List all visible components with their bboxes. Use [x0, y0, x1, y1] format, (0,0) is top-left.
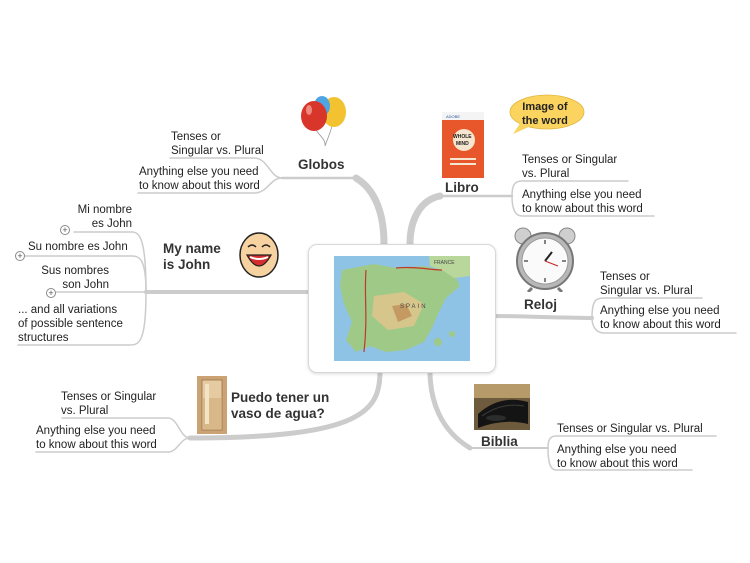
alarm-clock-icon — [514, 227, 576, 292]
svg-text:ADOBE: ADOBE — [446, 114, 460, 119]
vaso-subtopic-other[interactable]: Anything else you need to know about thi… — [36, 425, 157, 451]
myname-subtopic-mi-nombre[interactable]: Mi nombre es John — [77, 204, 132, 230]
bible-photo-icon — [474, 384, 530, 430]
topic-vaso[interactable]: Puedo tener un vaso de agua? — [231, 390, 330, 421]
topic-globos[interactable]: Globos — [298, 157, 345, 172]
myname-subtopic-variations[interactable]: ... and all variations of possible sente… — [18, 304, 123, 344]
topic-biblia[interactable]: Biblia — [481, 434, 518, 449]
glass-of-water-icon — [197, 376, 227, 434]
callout-text: Image of the word — [522, 101, 568, 127]
libro-subtopic-other[interactable]: Anything else you need to know about thi… — [522, 189, 643, 215]
globos-subtopic-tenses[interactable]: Tenses or Singular vs. Plural — [171, 131, 264, 157]
image-callout-bubble — [509, 94, 585, 134]
globos-subtopic-other[interactable]: Anything else you need to know about thi… — [139, 166, 260, 192]
map-label-spain: SPAIN — [400, 304, 428, 310]
topic-reloj[interactable]: Reloj — [524, 297, 558, 312]
myname-subtopic-su-nombre[interactable]: Su nombre es John — [28, 241, 128, 253]
reloj-subtopic-other[interactable]: Anything else you need to know about thi… — [600, 305, 721, 331]
vaso-subtopic-tenses[interactable]: Tenses or Singular vs. Plural — [61, 391, 157, 417]
central-map-card[interactable]: SPAIN FRANCE — [308, 244, 496, 373]
biblia-subtopic-tenses[interactable]: Tenses or Singular vs. Plural — [557, 423, 703, 435]
balloons-icon — [301, 96, 346, 146]
svg-text:WHOLE: WHOLE — [453, 134, 472, 140]
libro-subtopic-tenses[interactable]: Tenses or Singular vs. Plural — [522, 154, 618, 180]
map-label-france: FRANCE — [434, 260, 455, 266]
expand-mi-nombre-button[interactable]: + — [60, 225, 70, 235]
map-of-spain-icon: SPAIN FRANCE — [334, 256, 470, 361]
topic-my-name[interactable]: My name is John — [163, 241, 221, 272]
book-cover-icon: ADOBE WHOLE MIND — [442, 112, 484, 178]
svg-text:MIND: MIND — [456, 141, 469, 147]
biblia-subtopic-other[interactable]: Anything else you need to know about thi… — [557, 444, 678, 470]
topic-libro[interactable]: Libro — [445, 180, 479, 195]
laughing-face-icon — [239, 232, 279, 278]
myname-subtopic-sus-nombres[interactable]: Sus nombres son John — [41, 265, 109, 291]
reloj-subtopic-tenses[interactable]: Tenses or Singular vs. Plural — [600, 271, 693, 297]
expand-su-nombre-button[interactable]: + — [15, 251, 25, 261]
expand-sus-nombres-button[interactable]: + — [46, 288, 56, 298]
